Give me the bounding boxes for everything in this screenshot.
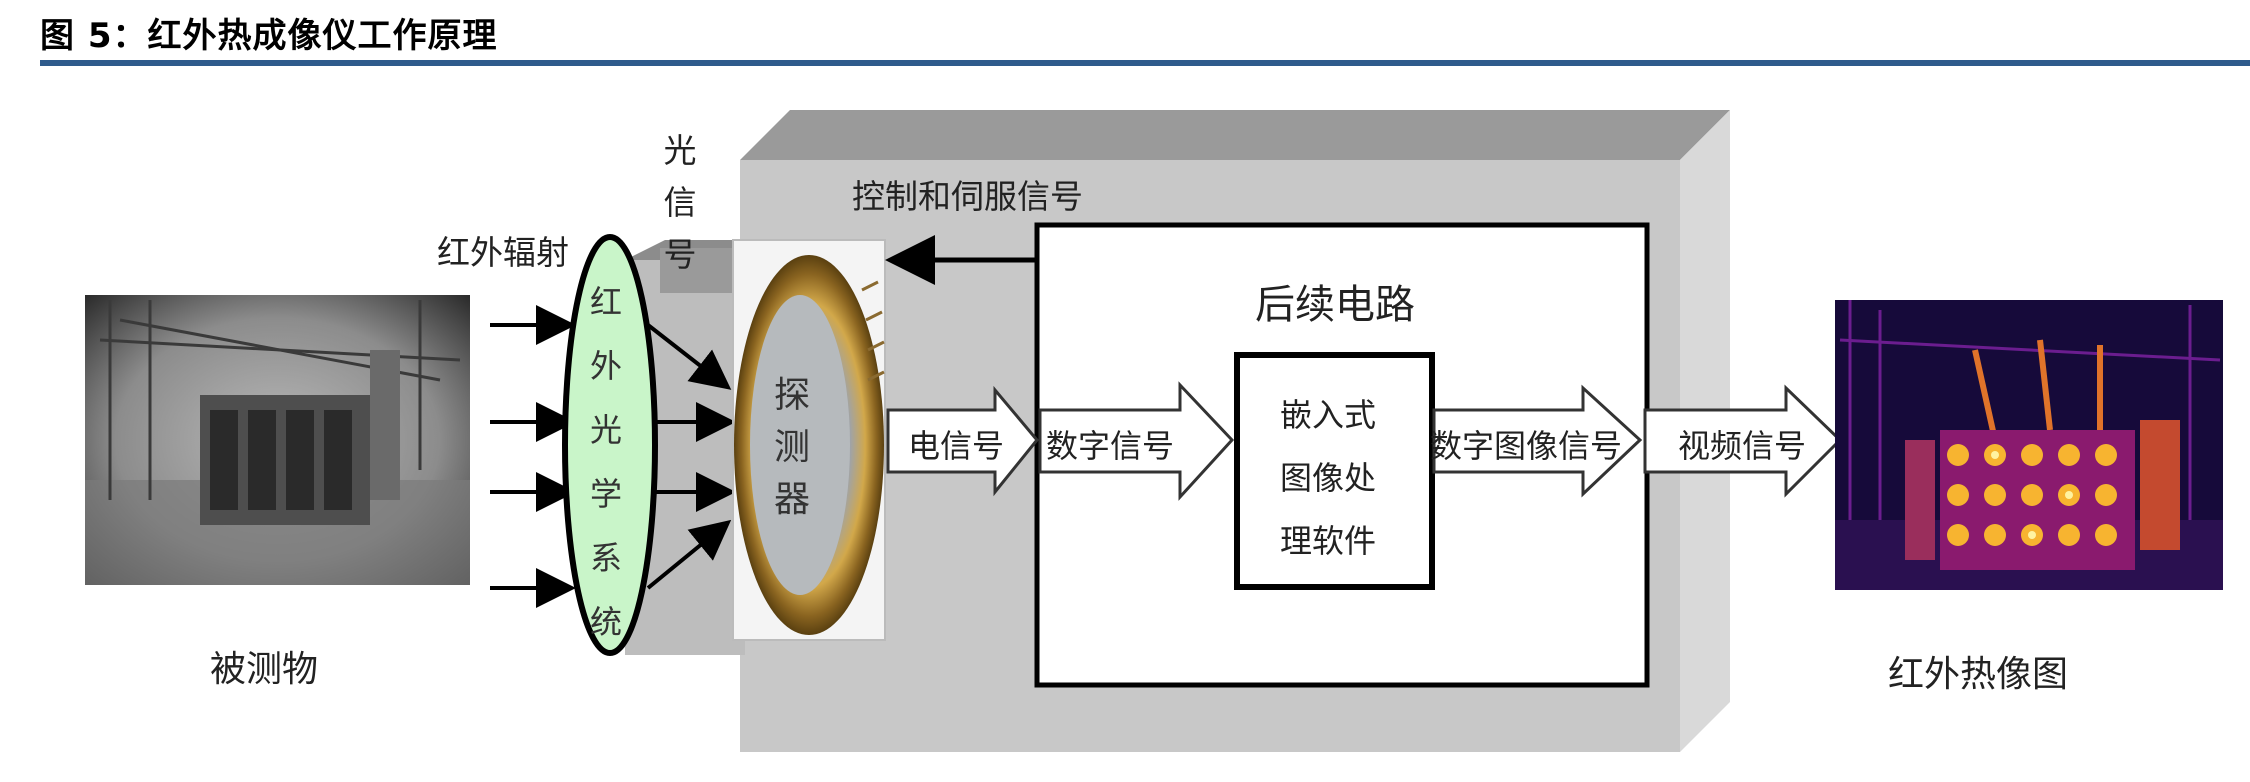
digital-signal-arrow: [1038, 381, 1235, 501]
object-caption: 被测物: [210, 649, 319, 690]
thermal-image: [1835, 300, 2223, 590]
thermal-image-caption: 红外热像图: [1888, 654, 2069, 695]
optical-signal-label: 光信号: [663, 131, 697, 274]
title-rule: [40, 60, 2250, 66]
figure-title: 图 5：红外热成像仪工作原理: [40, 16, 498, 56]
embedded-software-line3: 理软件: [1280, 522, 1377, 560]
embedded-software-line2: 图像处: [1280, 459, 1377, 497]
digital-signal-label: 数字信号: [1046, 427, 1175, 465]
optical-system-label: 红外光学系统: [589, 283, 622, 641]
video-signal-arrow: [1643, 384, 1843, 498]
electrical-signal-arrow: [886, 385, 1039, 497]
backend-circuit-label: 后续电路: [1255, 282, 1415, 328]
video-signal-label: 视频信号: [1678, 427, 1807, 465]
optical-lens: [562, 234, 658, 656]
ir-radiation-label: 红外辐射: [437, 233, 569, 272]
control-signal-label: 控制和伺服信号: [852, 177, 1083, 216]
embedded-software-box: [1234, 352, 1435, 590]
digital-image-signal-label: 数字图像信号: [1430, 427, 1623, 465]
embedded-software-line1: 嵌入式: [1280, 396, 1377, 434]
digital-image-signal-arrow: [1432, 384, 1643, 498]
electrical-signal-label: 电信号: [908, 427, 1005, 465]
detector: [732, 239, 886, 641]
object-photo: [85, 295, 470, 585]
detector-label: 探测器: [773, 375, 810, 520]
